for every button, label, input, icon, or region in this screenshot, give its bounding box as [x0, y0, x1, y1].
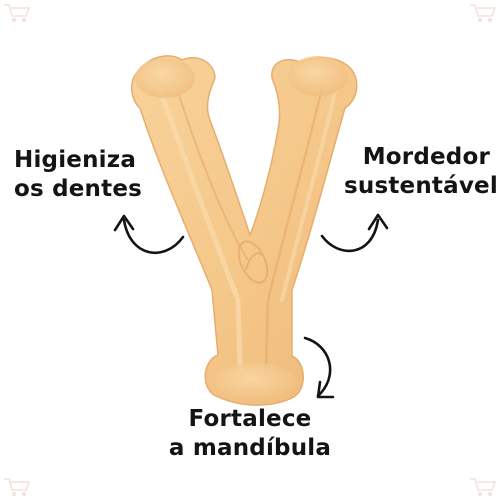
feature-label-sustainable: Mordedor sustentável	[344, 143, 498, 201]
cart-watermark-icon	[470, 4, 497, 22]
cart-watermark-icon	[4, 478, 31, 496]
feature-label-teeth-line1: Higieniza	[14, 147, 137, 173]
feature-label-jaw: Fortalece a mandíbula	[160, 405, 340, 463]
cart-watermark-icon	[4, 4, 31, 22]
feature-label-jaw-line1: Fortalece	[188, 406, 312, 432]
feature-label-jaw-line2: a mandíbula	[168, 435, 332, 461]
feature-label-sustainable-line1: Mordedor	[362, 144, 490, 170]
cart-watermark-icon	[470, 478, 497, 496]
feature-label-teeth-line2: os dentes	[14, 176, 143, 202]
feature-label-teeth: Higieniza os dentes	[14, 146, 142, 204]
feature-label-sustainable-line2: sustentável	[344, 173, 498, 199]
